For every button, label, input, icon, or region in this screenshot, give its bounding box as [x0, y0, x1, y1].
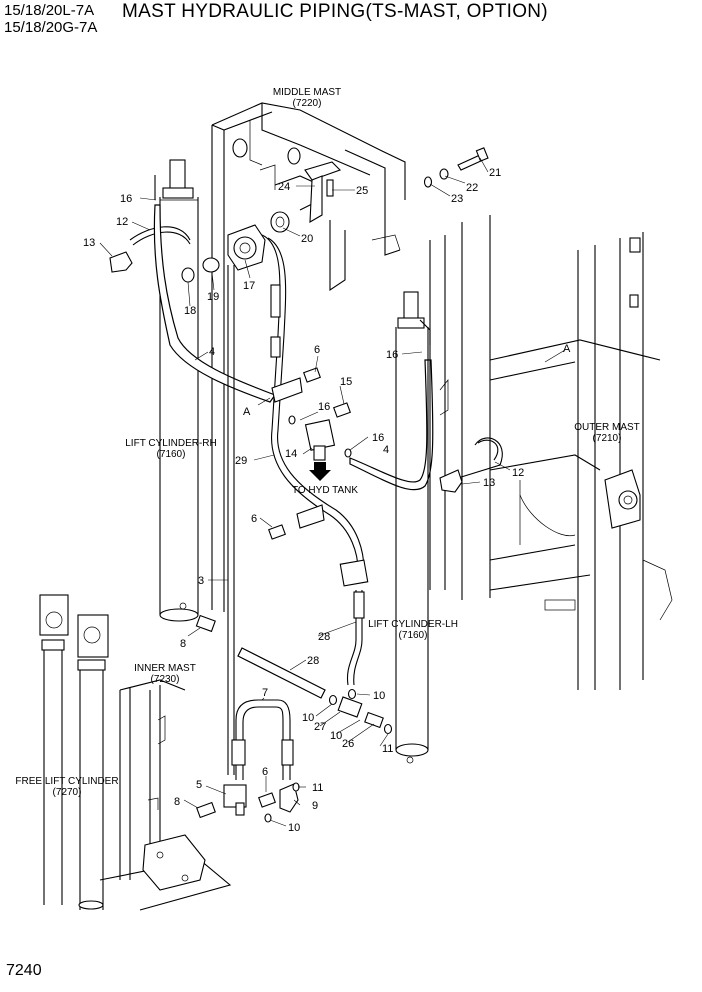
outer-mast-label: OUTER MAST	[574, 422, 640, 433]
hose-clamp-12-rh	[129, 226, 191, 246]
fitting-8-upper	[195, 614, 216, 633]
ref-11-upper: 11	[382, 743, 393, 755]
tee-fitting-27	[328, 688, 393, 735]
bolt-6-upper	[303, 367, 321, 383]
model-list: 15/18/20L-7A 15/18/20G-7A	[4, 2, 97, 36]
ref-25: 25	[356, 185, 368, 197]
lift-cylinder-rh-code: (7160)	[157, 449, 186, 460]
ref-26: 26	[342, 738, 354, 750]
fitting-6-lower	[258, 792, 276, 808]
middle-mast-frame	[211, 102, 406, 612]
hose-4-lh	[349, 359, 434, 491]
tee-fitting-14	[304, 419, 336, 481]
plate-a-left	[271, 377, 303, 403]
hose-clamp-12-lh	[457, 437, 503, 479]
ref-19: 19	[207, 291, 219, 303]
ref-11-lower: 11	[312, 782, 323, 794]
spacer-19	[202, 257, 220, 273]
ref-4-lh: 4	[383, 444, 389, 456]
middle-mast-label: MIDDLE MAST	[273, 87, 341, 98]
ref-12-rh: 12	[116, 216, 128, 228]
ref-16-tee: 16	[318, 401, 330, 413]
leader-lines	[99, 157, 566, 827]
hose-7	[235, 699, 291, 780]
ref-6-lower: 6	[262, 766, 268, 778]
inner-mast-frame	[99, 679, 232, 911]
ref-7: 7	[262, 687, 268, 699]
page-title: MAST HYDRAULIC PIPING(TS-MAST, OPTION)	[122, 1, 548, 22]
ref-6-mid: 6	[251, 513, 257, 525]
ref-a-left: A	[243, 406, 251, 418]
ref-14: 14	[285, 448, 297, 460]
ref-24: 24	[278, 181, 290, 193]
ref-17: 17	[243, 280, 255, 292]
ref-9: 9	[312, 800, 318, 812]
fitting-8-lower	[196, 801, 216, 819]
spacer-18	[181, 267, 195, 283]
pipe-3	[227, 265, 235, 775]
page-number: 7240	[6, 962, 42, 979]
ref-18: 18	[184, 305, 196, 317]
ref-3: 3	[198, 575, 204, 587]
outer-mast-frame	[429, 215, 673, 690]
fitting-29-end	[339, 559, 369, 587]
to-tank-note: TO HYD TANK	[292, 485, 358, 496]
plate-lower	[296, 504, 325, 529]
lift-cylinder-lh-label: LIFT CYLINDER-LH	[368, 619, 458, 630]
ref-16-tee-right: 16	[372, 432, 384, 444]
free-lift-cylinder-label: FREE LIFT CYLINDER	[15, 776, 118, 787]
ref-28-lower: 28	[307, 655, 319, 667]
ref-10-upper: 10	[373, 690, 385, 702]
hose-29	[261, 234, 359, 571]
ref-10-lower: 10	[288, 822, 300, 834]
inner-mast-code: (7230)	[151, 674, 180, 685]
ref-28-upper: 28	[318, 631, 330, 643]
ref-10-left: 10	[302, 712, 314, 724]
elbow-9	[279, 783, 299, 813]
bolt-6-lower	[268, 524, 286, 540]
hose-28-lower	[237, 647, 326, 699]
free-lift-cylinder	[39, 594, 109, 910]
roller-20	[270, 211, 290, 233]
hose-sheave-17	[227, 224, 266, 271]
hose-bracket-24	[304, 161, 342, 223]
inner-mast-label: INNER MAST	[134, 663, 196, 674]
hose-28-upper	[346, 590, 357, 686]
fitting-15	[333, 402, 351, 418]
tee-fitting-5	[223, 784, 247, 816]
ref-a-right: A	[563, 343, 571, 355]
ref-12-lh: 12	[512, 467, 524, 479]
middle-mast-code: (7220)	[293, 98, 322, 109]
clamp-13-rh	[109, 251, 133, 273]
ref-13-rh: 13	[83, 237, 95, 249]
ref-22: 22	[466, 182, 478, 194]
clamp-13-lh	[439, 469, 463, 493]
ref-8-lower: 8	[174, 796, 180, 808]
ref-13-lh: 13	[483, 477, 495, 489]
model-line-1: 15/18/20L-7A	[4, 2, 95, 19]
ref-10-mid: 10	[330, 730, 342, 742]
model-line-2: 15/18/20G-7A	[4, 19, 98, 36]
outer-mast-code: (7210)	[593, 433, 622, 444]
ref-4-rh: 4	[209, 346, 215, 358]
ref-20: 20	[301, 233, 313, 245]
ref-15: 15	[340, 376, 352, 388]
lift-cylinder-lh	[395, 291, 431, 764]
ref-29: 29	[235, 455, 247, 467]
lift-cylinder-rh	[154, 159, 199, 622]
ref-8-upper: 8	[180, 638, 186, 650]
ref-27: 27	[314, 721, 326, 733]
free-lift-cylinder-code: (7270)	[53, 787, 82, 798]
ref-23: 23	[451, 193, 463, 205]
ref-6-upper: 6	[314, 344, 320, 356]
ref-16-lh: 16	[386, 349, 398, 361]
lift-cylinder-lh-code: (7160)	[399, 630, 428, 641]
mast-bolt-assembly	[423, 147, 489, 188]
to-tank-arrow	[309, 462, 331, 481]
lift-cylinder-rh-label: LIFT CYLINDER-RH	[125, 438, 217, 449]
ref-5: 5	[196, 779, 202, 791]
ref-21: 21	[489, 167, 501, 179]
ref-16-rh: 16	[120, 193, 132, 205]
